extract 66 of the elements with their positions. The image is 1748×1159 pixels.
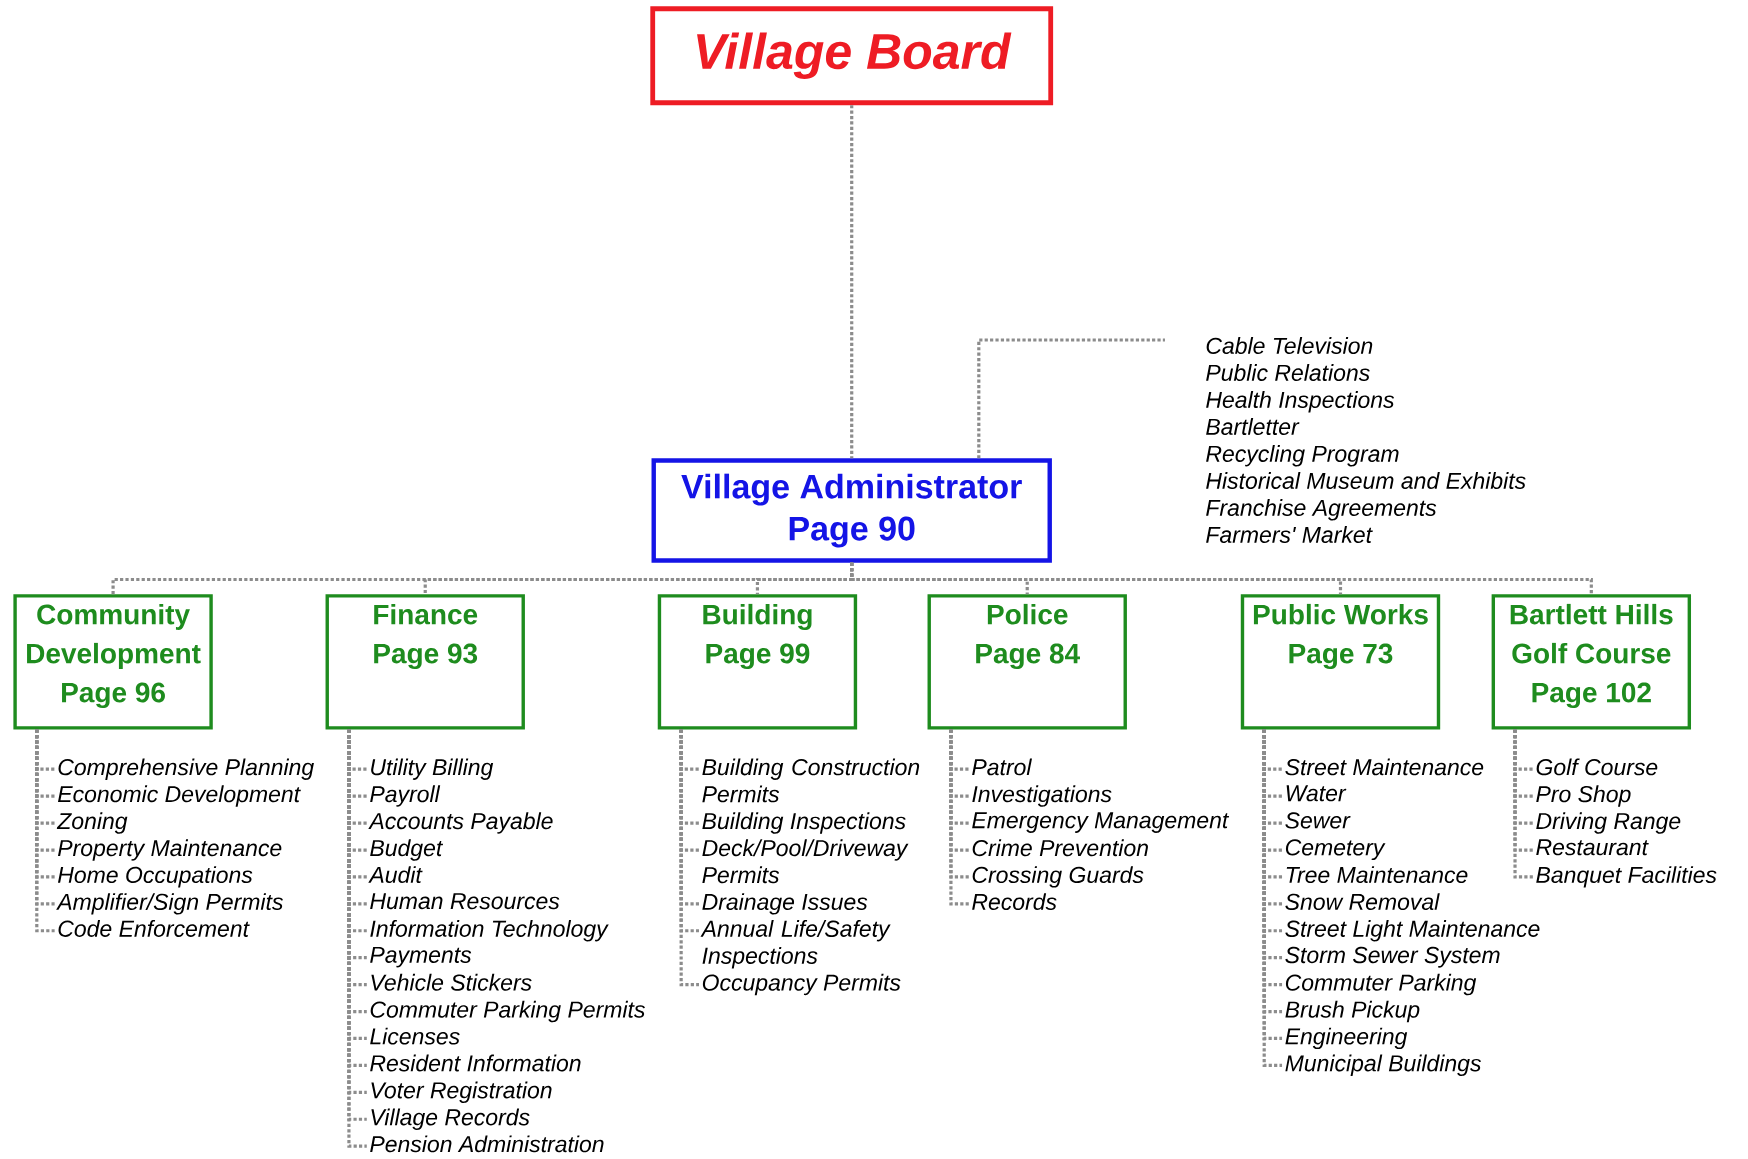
list-item: Occupancy Permits [702, 973, 901, 996]
list-item: Annual Life/Safety Inspections [700, 919, 891, 969]
list-item: Commuter Parking Permits [370, 1000, 645, 1023]
list-item: Emergency Management [972, 812, 1230, 833]
department-box: Finance Page 93 [325, 594, 525, 730]
list-item: Investigations [972, 785, 1112, 807]
connector-line [977, 338, 1165, 459]
list-item: Banquet Facilities [1536, 865, 1717, 888]
list-item: Storm Sewer System [1285, 946, 1500, 968]
list-item: Licenses [370, 1027, 460, 1045]
list-item: Comprehensive Planning [58, 758, 314, 780]
department-box: Public Works Page 73 [1240, 594, 1441, 730]
list-item: Village Records [371, 1108, 530, 1130]
list-item: Water [1286, 785, 1347, 802]
list-item: Resident Information [370, 1054, 581, 1072]
list-item: Crime Prevention [972, 839, 1148, 856]
list-item: Driving Range [1536, 812, 1681, 834]
department-box: Building Page 99 [657, 594, 858, 730]
list-item: Brush Pickup [1285, 1000, 1420, 1023]
list-item: Utility Billing [371, 758, 494, 780]
connector-line [1513, 729, 1533, 879]
list-item: Commuter Parking [1285, 973, 1477, 996]
duty-list: Cable Television Public Relations Health Inspections Bartletter Recycling Program Historical Museum and Exhibits Franchise Agreements Farmers' Market [1206, 336, 1526, 543]
list-item: Amplifier/Sign Permits [56, 892, 283, 915]
connector-line [850, 104, 854, 459]
list-item: Payroll [370, 785, 441, 807]
list-item: Property Maintenance [58, 839, 282, 861]
list-item: Sewer [1285, 812, 1351, 829]
list-item: Patrol [972, 758, 1032, 776]
list-item: Economic Development [58, 785, 301, 807]
connector-line [679, 729, 699, 986]
list-item: Payments [370, 946, 472, 968]
list-item: Golf Course [1536, 758, 1658, 776]
list-item: Engineering [1285, 1027, 1408, 1049]
department-box: Police Page 84 [927, 594, 1127, 730]
list-item: Cemetery [1285, 839, 1386, 860]
administrator-box: Village Administrator Page 90 [651, 458, 1052, 563]
department-box: Community Development Page 96 [13, 594, 213, 730]
list-item: Human Resources [370, 892, 560, 909]
list-item: Deck/Pool/Driveway Permits [702, 839, 909, 883]
list-item: Pension Administration [370, 1135, 604, 1153]
connector-line [949, 729, 969, 906]
list-item: Budget [370, 839, 444, 861]
list-item: Municipal Buildings [1285, 1054, 1481, 1076]
list-item: Street Maintenance [1285, 758, 1484, 776]
list-item: Audit [368, 865, 423, 883]
list-item: Crossing Guards [972, 865, 1144, 888]
list-item: Accounts Payable [368, 812, 553, 834]
list-item: Drainage Issues [702, 892, 868, 915]
list-item: Vehicle Stickers [371, 973, 532, 991]
list-item: Voter Registration [371, 1081, 552, 1103]
list-item: Information Technology [370, 919, 609, 942]
list-item: Building Inspections [702, 812, 906, 834]
list-item: Home Occupations [58, 865, 253, 888]
list-item: Snow Removal [1285, 892, 1440, 910]
department-box: Bartlett Hills Golf Course Page 102 [1491, 594, 1691, 730]
list-item: Code Enforcement [58, 919, 250, 937]
list-item: Zoning [56, 812, 128, 834]
connector-line [850, 562, 1593, 594]
list-item: Tree Maintenance [1286, 865, 1468, 883]
list-item: Records [972, 892, 1057, 910]
list-item: Street Light Maintenance [1285, 919, 1540, 942]
list-item: Restaurant [1536, 839, 1649, 856]
list-item: Building Construction Permits [702, 758, 920, 803]
board-box: Village Board [650, 6, 1054, 105]
list-item: Pro Shop [1536, 785, 1631, 807]
